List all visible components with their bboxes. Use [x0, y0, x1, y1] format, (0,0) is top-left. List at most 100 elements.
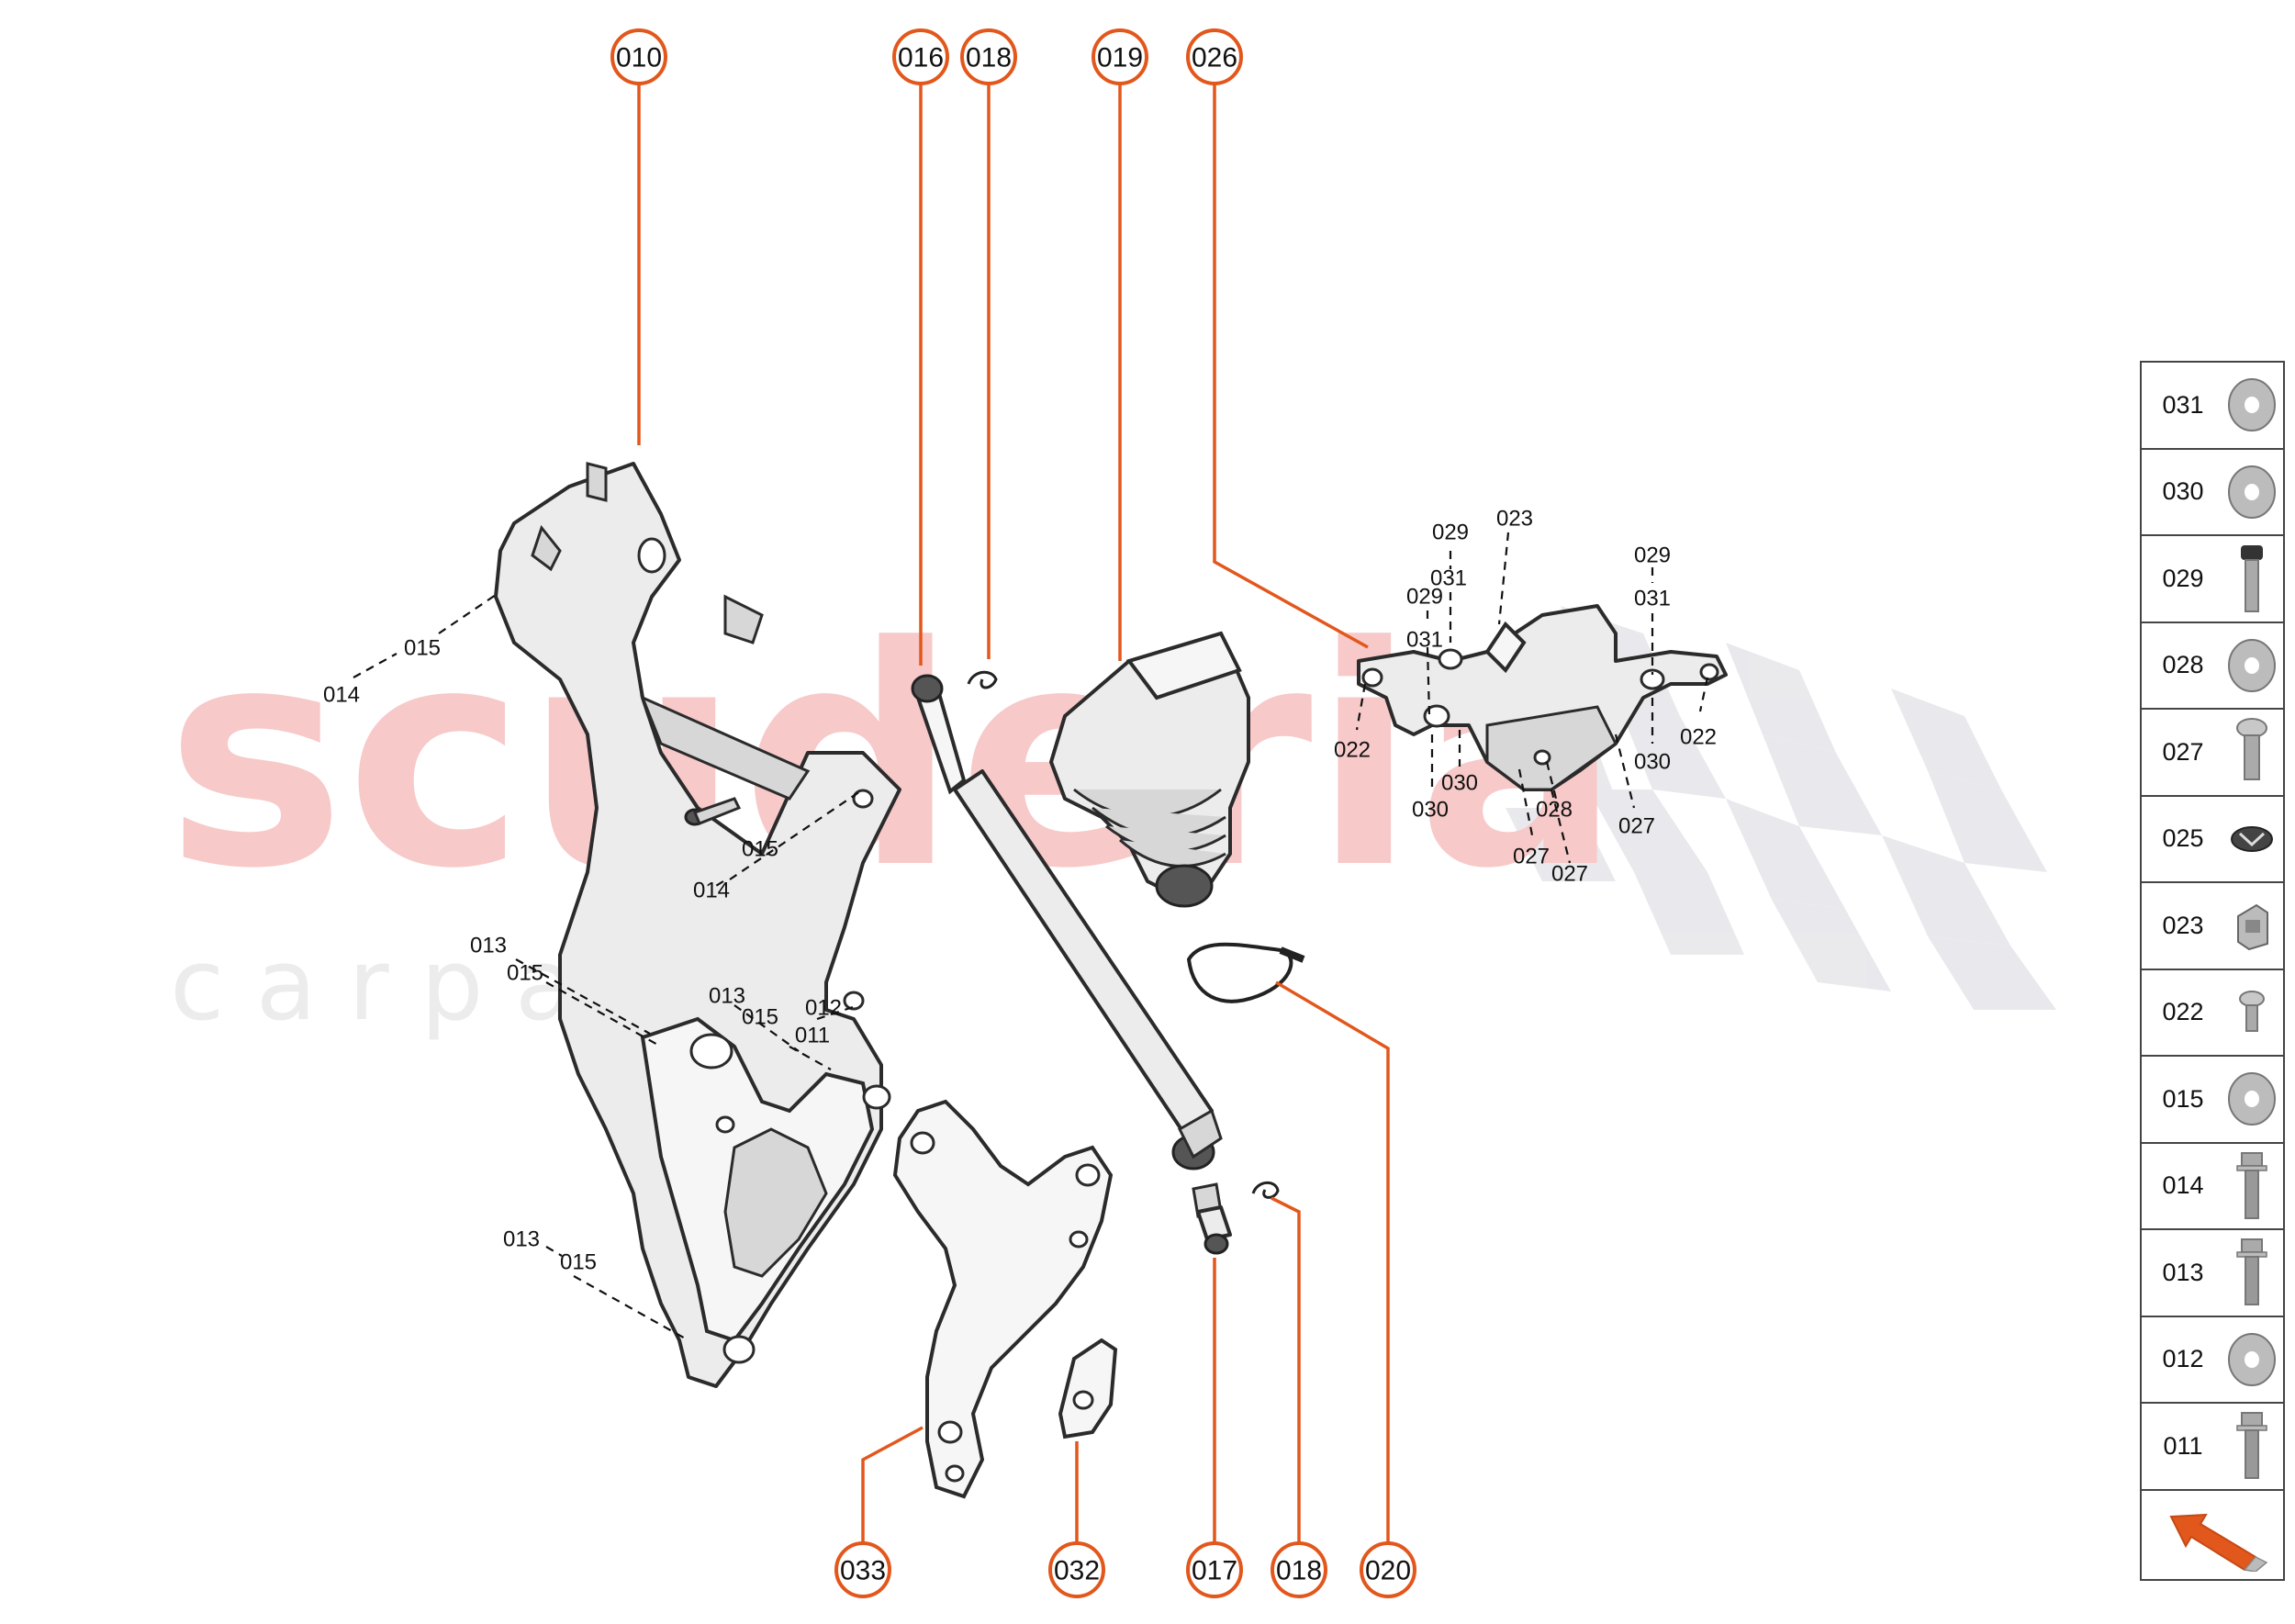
- label-015-a: 015: [404, 636, 441, 661]
- legend-code: 023: [2162, 911, 2204, 939]
- label-013-b: 013: [709, 984, 745, 1009]
- label-013-c: 013: [503, 1227, 540, 1252]
- label-015-d: 015: [742, 1005, 778, 1030]
- label-030-b: 030: [1412, 798, 1449, 823]
- label-014-b: 014: [693, 879, 730, 903]
- callout-019[interactable]: 019: [1092, 28, 1148, 85]
- cable-loop-part: [1186, 942, 1305, 1003]
- svg-text:016: 016: [898, 43, 944, 73]
- callout-026[interactable]: 026: [1186, 28, 1243, 85]
- clip-018-bottom-part: [1251, 1181, 1280, 1199]
- flange-bolt-icon: [2224, 1409, 2279, 1483]
- washer-icon: [2224, 455, 2279, 529]
- fastener-legend: 031 030 029 028 027 025 023: [2140, 361, 2285, 1581]
- legend-row-012[interactable]: 012: [2142, 1317, 2283, 1404]
- legend-code: 013: [2162, 1258, 2204, 1286]
- label-027-c: 027: [1618, 814, 1655, 839]
- legend-row-014[interactable]: 014: [2142, 1144, 2283, 1230]
- legend-row-028[interactable]: 028: [2142, 623, 2283, 710]
- clip-nut-icon: [2224, 802, 2279, 876]
- svg-text:019: 019: [1097, 43, 1143, 73]
- callout-017[interactable]: 017: [1186, 1541, 1243, 1598]
- label-011: 011: [795, 1024, 830, 1048]
- label-014-a: 014: [323, 683, 360, 708]
- legend-code: 011: [2163, 1431, 2203, 1460]
- svg-text:017: 017: [1192, 1556, 1237, 1586]
- flange-bolt-icon: [2224, 1236, 2279, 1309]
- bracket-clip-icon: [2224, 889, 2279, 962]
- label-013-a: 013: [470, 934, 507, 958]
- label-029-b: 029: [1406, 585, 1443, 610]
- callout-010[interactable]: 010: [610, 28, 667, 85]
- short-screw-icon: [2224, 976, 2279, 1049]
- legend-code: 014: [2162, 1171, 2204, 1200]
- label-015-e: 015: [560, 1250, 597, 1275]
- label-027-a: 027: [1513, 845, 1550, 869]
- washer-icon: [2224, 1062, 2279, 1136]
- label-015-c: 015: [507, 961, 543, 986]
- legend-row-013[interactable]: 013: [2142, 1230, 2283, 1317]
- bolt-dark-head-icon: [2224, 542, 2279, 615]
- callout-020[interactable]: 020: [1360, 1541, 1416, 1598]
- callout-018-top[interactable]: 018: [960, 28, 1017, 85]
- svg-text:018: 018: [1276, 1556, 1322, 1586]
- dashed-leaders: [353, 532, 1709, 1341]
- callout-018-bottom[interactable]: 018: [1271, 1541, 1327, 1598]
- watermark-word: scuderia: [165, 582, 1621, 935]
- legend-code: 029: [2162, 564, 2204, 592]
- legend-code: 022: [2162, 998, 2204, 1026]
- washer-icon: [2224, 629, 2279, 702]
- label-031-a: 031: [1430, 566, 1467, 591]
- part-labels: 014 015 015 014 013 015 013 015 012 011 …: [323, 507, 1717, 1275]
- leader-lines: [637, 83, 1390, 1544]
- label-027-b: 027: [1551, 862, 1588, 887]
- legend-row-027[interactable]: 027: [2142, 710, 2283, 797]
- flange-bolt-icon: [2224, 1149, 2279, 1223]
- steering-shaft-part: [911, 674, 1223, 1170]
- svg-text:018: 018: [966, 43, 1012, 73]
- svg-text:026: 026: [1192, 43, 1237, 73]
- label-012: 012: [805, 996, 842, 1021]
- orientation-arrow-icon: [2142, 1491, 2283, 1579]
- legend-row-031[interactable]: 031: [2142, 363, 2283, 450]
- label-029-a: 029: [1432, 521, 1469, 545]
- legend-row-030[interactable]: 030: [2142, 450, 2283, 536]
- svg-text:033: 033: [840, 1556, 886, 1586]
- label-028: 028: [1536, 798, 1573, 823]
- label-030-a: 030: [1441, 771, 1478, 796]
- label-031-c: 031: [1634, 587, 1671, 611]
- label-023: 023: [1496, 507, 1533, 532]
- legend-code: 028: [2162, 651, 2204, 679]
- legend-row-022[interactable]: 022: [2142, 970, 2283, 1057]
- rubber-boot-part: [1049, 631, 1250, 908]
- label-029-c: 029: [1634, 543, 1671, 568]
- legend-row-025[interactable]: 025: [2142, 797, 2283, 883]
- bolt-017-part: [1192, 1182, 1232, 1255]
- svg-text:032: 032: [1054, 1556, 1100, 1586]
- legend-code: 027: [2162, 737, 2204, 766]
- legend-row-029[interactable]: 029: [2142, 536, 2283, 623]
- label-031-b: 031: [1406, 628, 1443, 653]
- legend-code: 030: [2162, 477, 2204, 506]
- label-022-b: 022: [1680, 725, 1717, 750]
- mount-bracket-026-part: [1357, 604, 1728, 791]
- gasket-033-part: [892, 1099, 1114, 1499]
- legend-code: 031: [2162, 390, 2204, 419]
- clip-018-top-part: [967, 670, 998, 689]
- legend-row-011[interactable]: 011: [2142, 1404, 2283, 1491]
- callout-032[interactable]: 032: [1048, 1541, 1105, 1598]
- callout-033[interactable]: 033: [834, 1541, 891, 1598]
- label-030-c: 030: [1634, 750, 1671, 775]
- callout-016[interactable]: 016: [892, 28, 949, 85]
- label-022-a: 022: [1334, 738, 1371, 763]
- label-015-b: 015: [742, 837, 778, 862]
- main-bracket-part: [494, 462, 901, 1388]
- legend-code: 012: [2162, 1345, 2204, 1373]
- svg-text:010: 010: [616, 43, 662, 73]
- legend-row-015[interactable]: 015: [2142, 1057, 2283, 1144]
- legend-row-023[interactable]: 023: [2142, 883, 2283, 970]
- legend-code: 025: [2162, 824, 2204, 853]
- washer-icon: [2224, 368, 2279, 442]
- plate-032-part: [1058, 1338, 1118, 1439]
